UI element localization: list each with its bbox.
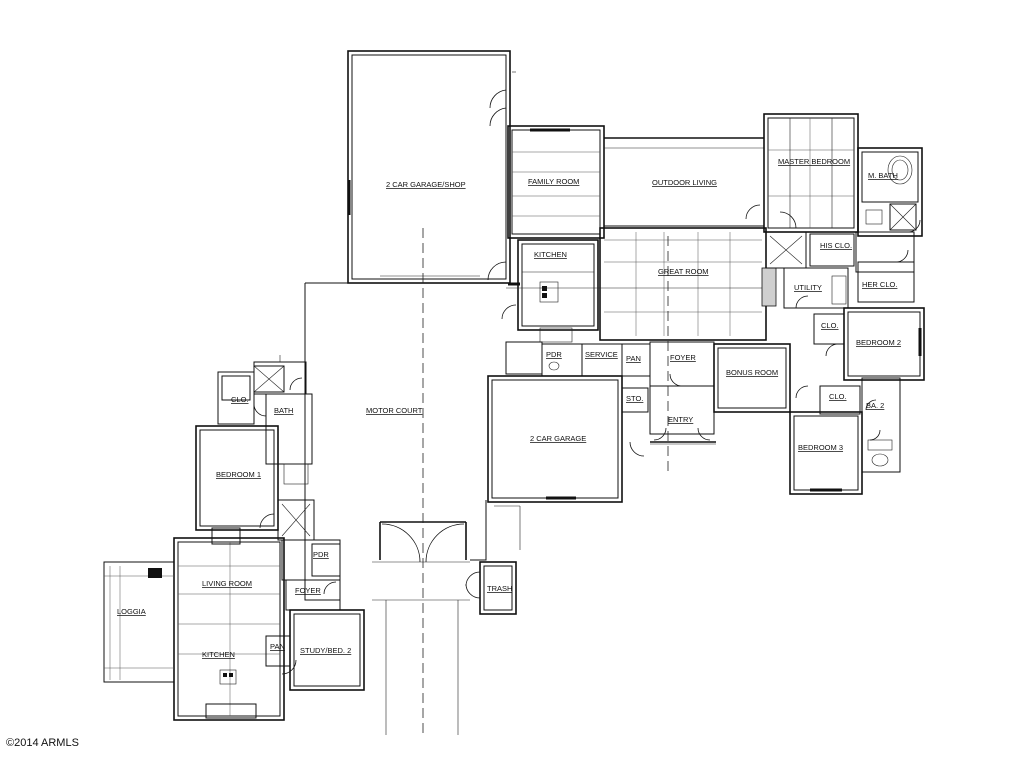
label-trash: TRASH	[487, 584, 512, 593]
label-clo-guest: CLO.	[231, 395, 249, 404]
east-bedrooms-walls	[713, 307, 925, 495]
label-utility: UTILITY	[794, 283, 822, 292]
garage-shop-walls	[347, 50, 516, 284]
label-m-bath: M. BATH	[868, 171, 898, 180]
label-ba-2: BA. 2	[866, 401, 884, 410]
label-bedroom-1: BEDROOM 1	[216, 470, 261, 479]
copyright-text: ©2014 ARMLS	[6, 737, 79, 749]
label-bath-guest: BATH	[274, 406, 293, 415]
label-kitchen-main: KITCHEN	[534, 250, 567, 259]
label-clo-master: CLO.	[821, 321, 839, 330]
label-pdr-guest: PDR	[313, 550, 329, 559]
label-loggia: LOGGIA	[117, 607, 146, 616]
label-garage-shop: 2 CAR GARAGE/SHOP	[386, 180, 466, 189]
label-pdr-main: PDR	[546, 350, 562, 359]
master-wing-walls	[763, 113, 923, 309]
label-study-bed2: STUDY/BED. 2	[300, 646, 351, 655]
main-house-walls	[501, 125, 777, 343]
label-living-room: LIVING ROOM	[202, 579, 252, 588]
label-garage-two: 2 CAR GARAGE	[530, 434, 586, 443]
room-labels: 2 CAR GARAGE/SHOP FAMILY ROOM OUTDOOR LI…	[117, 157, 901, 659]
label-clo-ba2: CLO.	[829, 392, 847, 401]
trash-walls	[465, 505, 521, 615]
label-pan-main: PAN	[626, 354, 641, 363]
label-family-room: FAMILY ROOM	[528, 177, 579, 186]
label-his-clo: HIS CLO.	[820, 241, 852, 250]
label-sto: STO.	[626, 394, 643, 403]
label-bonus-room: BONUS ROOM	[726, 368, 778, 377]
label-entry: ENTRY	[668, 415, 693, 424]
label-great-room: GREAT ROOM	[658, 267, 709, 276]
label-outdoor-living: OUTDOOR LIVING	[652, 178, 717, 187]
label-master-bedroom: MASTER BEDROOM	[778, 157, 850, 166]
label-foyer-guest: FOYER	[295, 586, 321, 595]
label-her-clo: HER CLO.	[862, 280, 897, 289]
label-service: SERVICE	[585, 350, 618, 359]
label-pan-guest: PAN	[270, 642, 285, 651]
guest-wing-walls	[103, 355, 365, 721]
label-bedroom-2: BEDROOM 2	[856, 338, 901, 347]
label-motor-court: MOTOR COURT	[366, 406, 423, 415]
label-foyer-main: FOYER	[670, 353, 696, 362]
garage-two-walls	[487, 375, 645, 503]
label-kitchen-guest: KITCHEN	[202, 650, 235, 659]
label-bedroom-3: BEDROOM 3	[798, 443, 843, 452]
motor-court-walls	[304, 228, 669, 735]
